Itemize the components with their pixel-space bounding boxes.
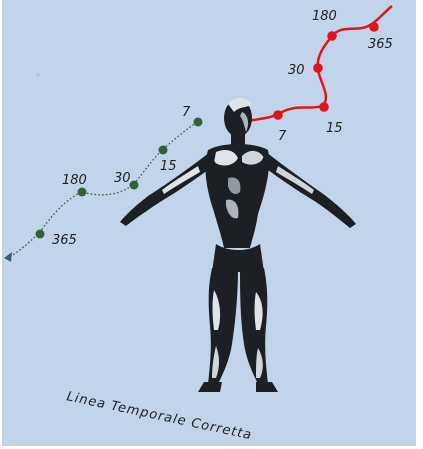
red-point-180: [327, 31, 337, 41]
green-label-365: 365: [52, 233, 77, 248]
red-point-15: [319, 102, 329, 112]
red-label-15: 15: [326, 121, 343, 136]
green-label-15: 15: [160, 159, 177, 174]
red-label-365: 365: [368, 37, 393, 52]
green-point-30: [130, 181, 139, 190]
timeline-illustration: 7 15 30 180 365 7 15 30 180 365: [2, 0, 416, 446]
green-label-7: 7: [182, 105, 191, 120]
illustration-panel: 7 15 30 180 365 7 15 30 180 365: [2, 0, 416, 446]
green-point-365: [36, 230, 45, 239]
red-label-30: 30: [288, 63, 305, 78]
green-timeline-arrow-icon: [4, 252, 12, 262]
human-figure-icon: [120, 98, 356, 392]
green-label-180: 180: [62, 173, 87, 188]
red-point-365: [369, 22, 379, 32]
red-label-180: 180: [312, 9, 337, 24]
red-label-7: 7: [278, 129, 287, 144]
paper-speck: [36, 73, 40, 77]
green-point-180: [78, 188, 87, 197]
caption-text: Linea Temporale Corretta: [65, 389, 253, 443]
green-label-30: 30: [114, 171, 131, 186]
red-point-7: [273, 110, 283, 120]
red-point-30: [313, 63, 323, 73]
green-point-15: [159, 146, 168, 155]
green-point-7: [194, 118, 203, 127]
